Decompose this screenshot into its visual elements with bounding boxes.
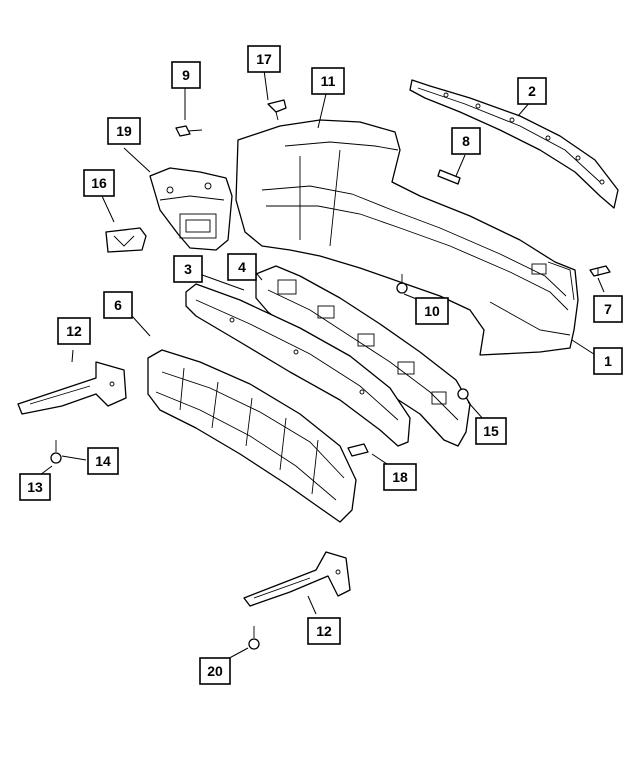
callout-14: 14 [87,447,119,475]
callout-6: 6 [103,291,133,319]
callout-box [83,169,115,197]
callout-number: 8 [462,133,470,149]
callout-box [383,463,417,491]
callout-number: 20 [207,663,223,679]
callout-box [107,117,141,145]
fastener-9 [175,125,203,137]
callout-box [87,447,119,475]
callout-number: 16 [91,175,107,191]
callout-number: 19 [116,123,132,139]
callout-number: 11 [321,73,336,89]
callout-box [593,295,623,323]
callout-box [173,255,203,283]
callout-number: 12 [316,623,332,639]
callout-number: 15 [483,423,499,439]
callout-number: 7 [604,301,612,317]
callout-18: 18 [383,463,417,491]
callout-11: 11 [311,67,345,95]
callout-number: 13 [27,479,43,495]
callout-box [247,45,281,73]
callout-box [475,417,507,445]
callout-number: 14 [95,453,111,469]
callout-box [57,317,91,345]
callout-box [103,291,133,319]
callout-box [171,61,201,89]
callout-7: 7 [593,295,623,323]
callout-1: 1 [593,347,623,375]
callout-19: 19 [107,117,141,145]
fastener-17 [267,99,287,121]
callout-number: 1 [604,353,612,369]
callout-box [517,77,547,105]
fastener-20 [248,626,260,650]
callout-9: 9 [171,61,201,89]
callout-20: 20 [199,657,231,685]
callout-3: 3 [173,255,203,283]
callout-number: 17 [256,51,272,67]
fastener-18 [347,443,369,457]
part-16-clip [105,227,147,253]
fastener-8 [437,169,461,185]
callout-box [311,67,345,95]
callout-number: 18 [392,469,408,485]
part-6-lower-grille [147,349,357,523]
callout-17: 17 [247,45,281,73]
callout-2: 2 [517,77,547,105]
callout-box [593,347,623,375]
callout-number: 10 [424,303,440,319]
callout-12: 12 [57,317,91,345]
part-3-reinforcement [185,283,411,447]
callout-box [227,253,257,281]
part-1-bumper-fascia [235,119,579,356]
callout-number: 9 [182,67,190,83]
fastener-13 [50,440,62,464]
fastener-15 [457,388,469,400]
callout-number: 3 [184,261,192,277]
callout-box [415,297,449,325]
callout-number: 6 [114,297,122,313]
part-12-bracket-lower [243,551,351,607]
part-2-upper-strip [409,79,619,209]
callout-16: 16 [83,169,115,197]
part-12-bracket-upper [17,361,127,415]
callout-12: 12 [307,617,341,645]
callout-box [19,473,51,501]
callout-number: 2 [528,83,536,99]
callout-box [199,657,231,685]
callout-number: 4 [238,259,246,275]
callout-13: 13 [19,473,51,501]
callout-box [307,617,341,645]
fastener-10 [396,274,408,294]
fastener-7 [589,265,611,277]
callout-15: 15 [475,417,507,445]
callout-number: 12 [66,323,82,339]
callout-4: 4 [227,253,257,281]
part-19-side-bracket [149,167,233,251]
callout-box [451,127,481,155]
callout-8: 8 [451,127,481,155]
callout-10: 10 [415,297,449,325]
